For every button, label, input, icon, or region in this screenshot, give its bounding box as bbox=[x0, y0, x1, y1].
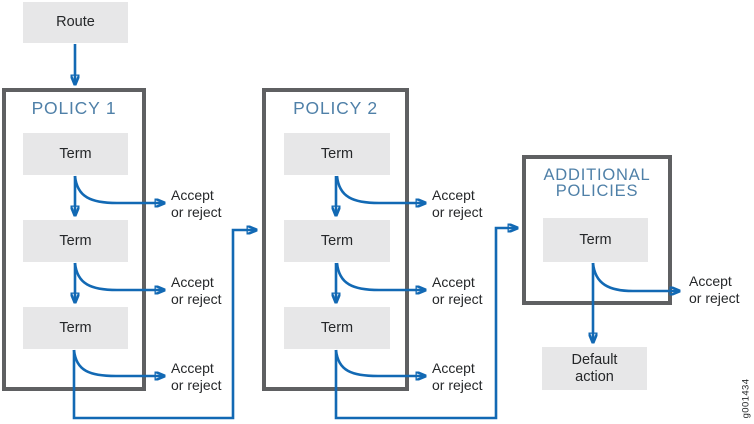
default-action-line1: Default bbox=[571, 351, 618, 368]
policy1-term-2: Term bbox=[23, 220, 128, 262]
accept-line: Accept bbox=[171, 187, 214, 203]
accept-reject-label-p1-2: Accept or reject bbox=[171, 274, 222, 308]
or-reject-line: or reject bbox=[432, 377, 483, 393]
accept-line: Accept bbox=[689, 273, 732, 289]
accept-line: Accept bbox=[171, 274, 214, 290]
accept-line: Accept bbox=[432, 187, 475, 203]
policy2-title: POLICY 2 bbox=[293, 98, 378, 118]
accept-line: Accept bbox=[171, 360, 214, 376]
accept-reject-label-p1-3: Accept or reject bbox=[171, 360, 222, 394]
accept-line: Accept bbox=[432, 360, 475, 376]
accept-line: Accept bbox=[432, 274, 475, 290]
or-reject-line: or reject bbox=[171, 204, 222, 220]
accept-reject-label-p2-3: Accept or reject bbox=[432, 360, 483, 394]
default-action-box: Default action bbox=[542, 347, 647, 390]
figure-id: g001434 bbox=[740, 378, 752, 419]
additional-policies-term: Term bbox=[543, 218, 648, 262]
accept-reject-label-p2-2: Accept or reject bbox=[432, 274, 483, 308]
route-box: Route bbox=[23, 2, 128, 43]
accept-reject-label-additional: Accept or reject bbox=[689, 273, 740, 307]
or-reject-line: or reject bbox=[171, 291, 222, 307]
policy1-term-3: Term bbox=[23, 307, 128, 349]
policy2-term-3: Term bbox=[284, 307, 390, 349]
additional-policies-title: ADDITIONAL POLICIES bbox=[543, 166, 651, 200]
or-reject-line: or reject bbox=[171, 377, 222, 393]
policy1-title: POLICY 1 bbox=[31, 98, 117, 118]
default-action-line2: action bbox=[575, 368, 614, 385]
or-reject-line: or reject bbox=[432, 204, 483, 220]
or-reject-line: or reject bbox=[432, 291, 483, 307]
accept-reject-label-p1-1: Accept or reject bbox=[171, 187, 222, 221]
accept-reject-label-p2-1: Accept or reject bbox=[432, 187, 483, 221]
route-label: Route bbox=[56, 14, 95, 30]
policy2-term-2: Term bbox=[284, 220, 390, 262]
or-reject-line: or reject bbox=[689, 290, 740, 306]
policy2-term-1: Term bbox=[284, 133, 390, 175]
policy1-term-1: Term bbox=[23, 133, 128, 175]
